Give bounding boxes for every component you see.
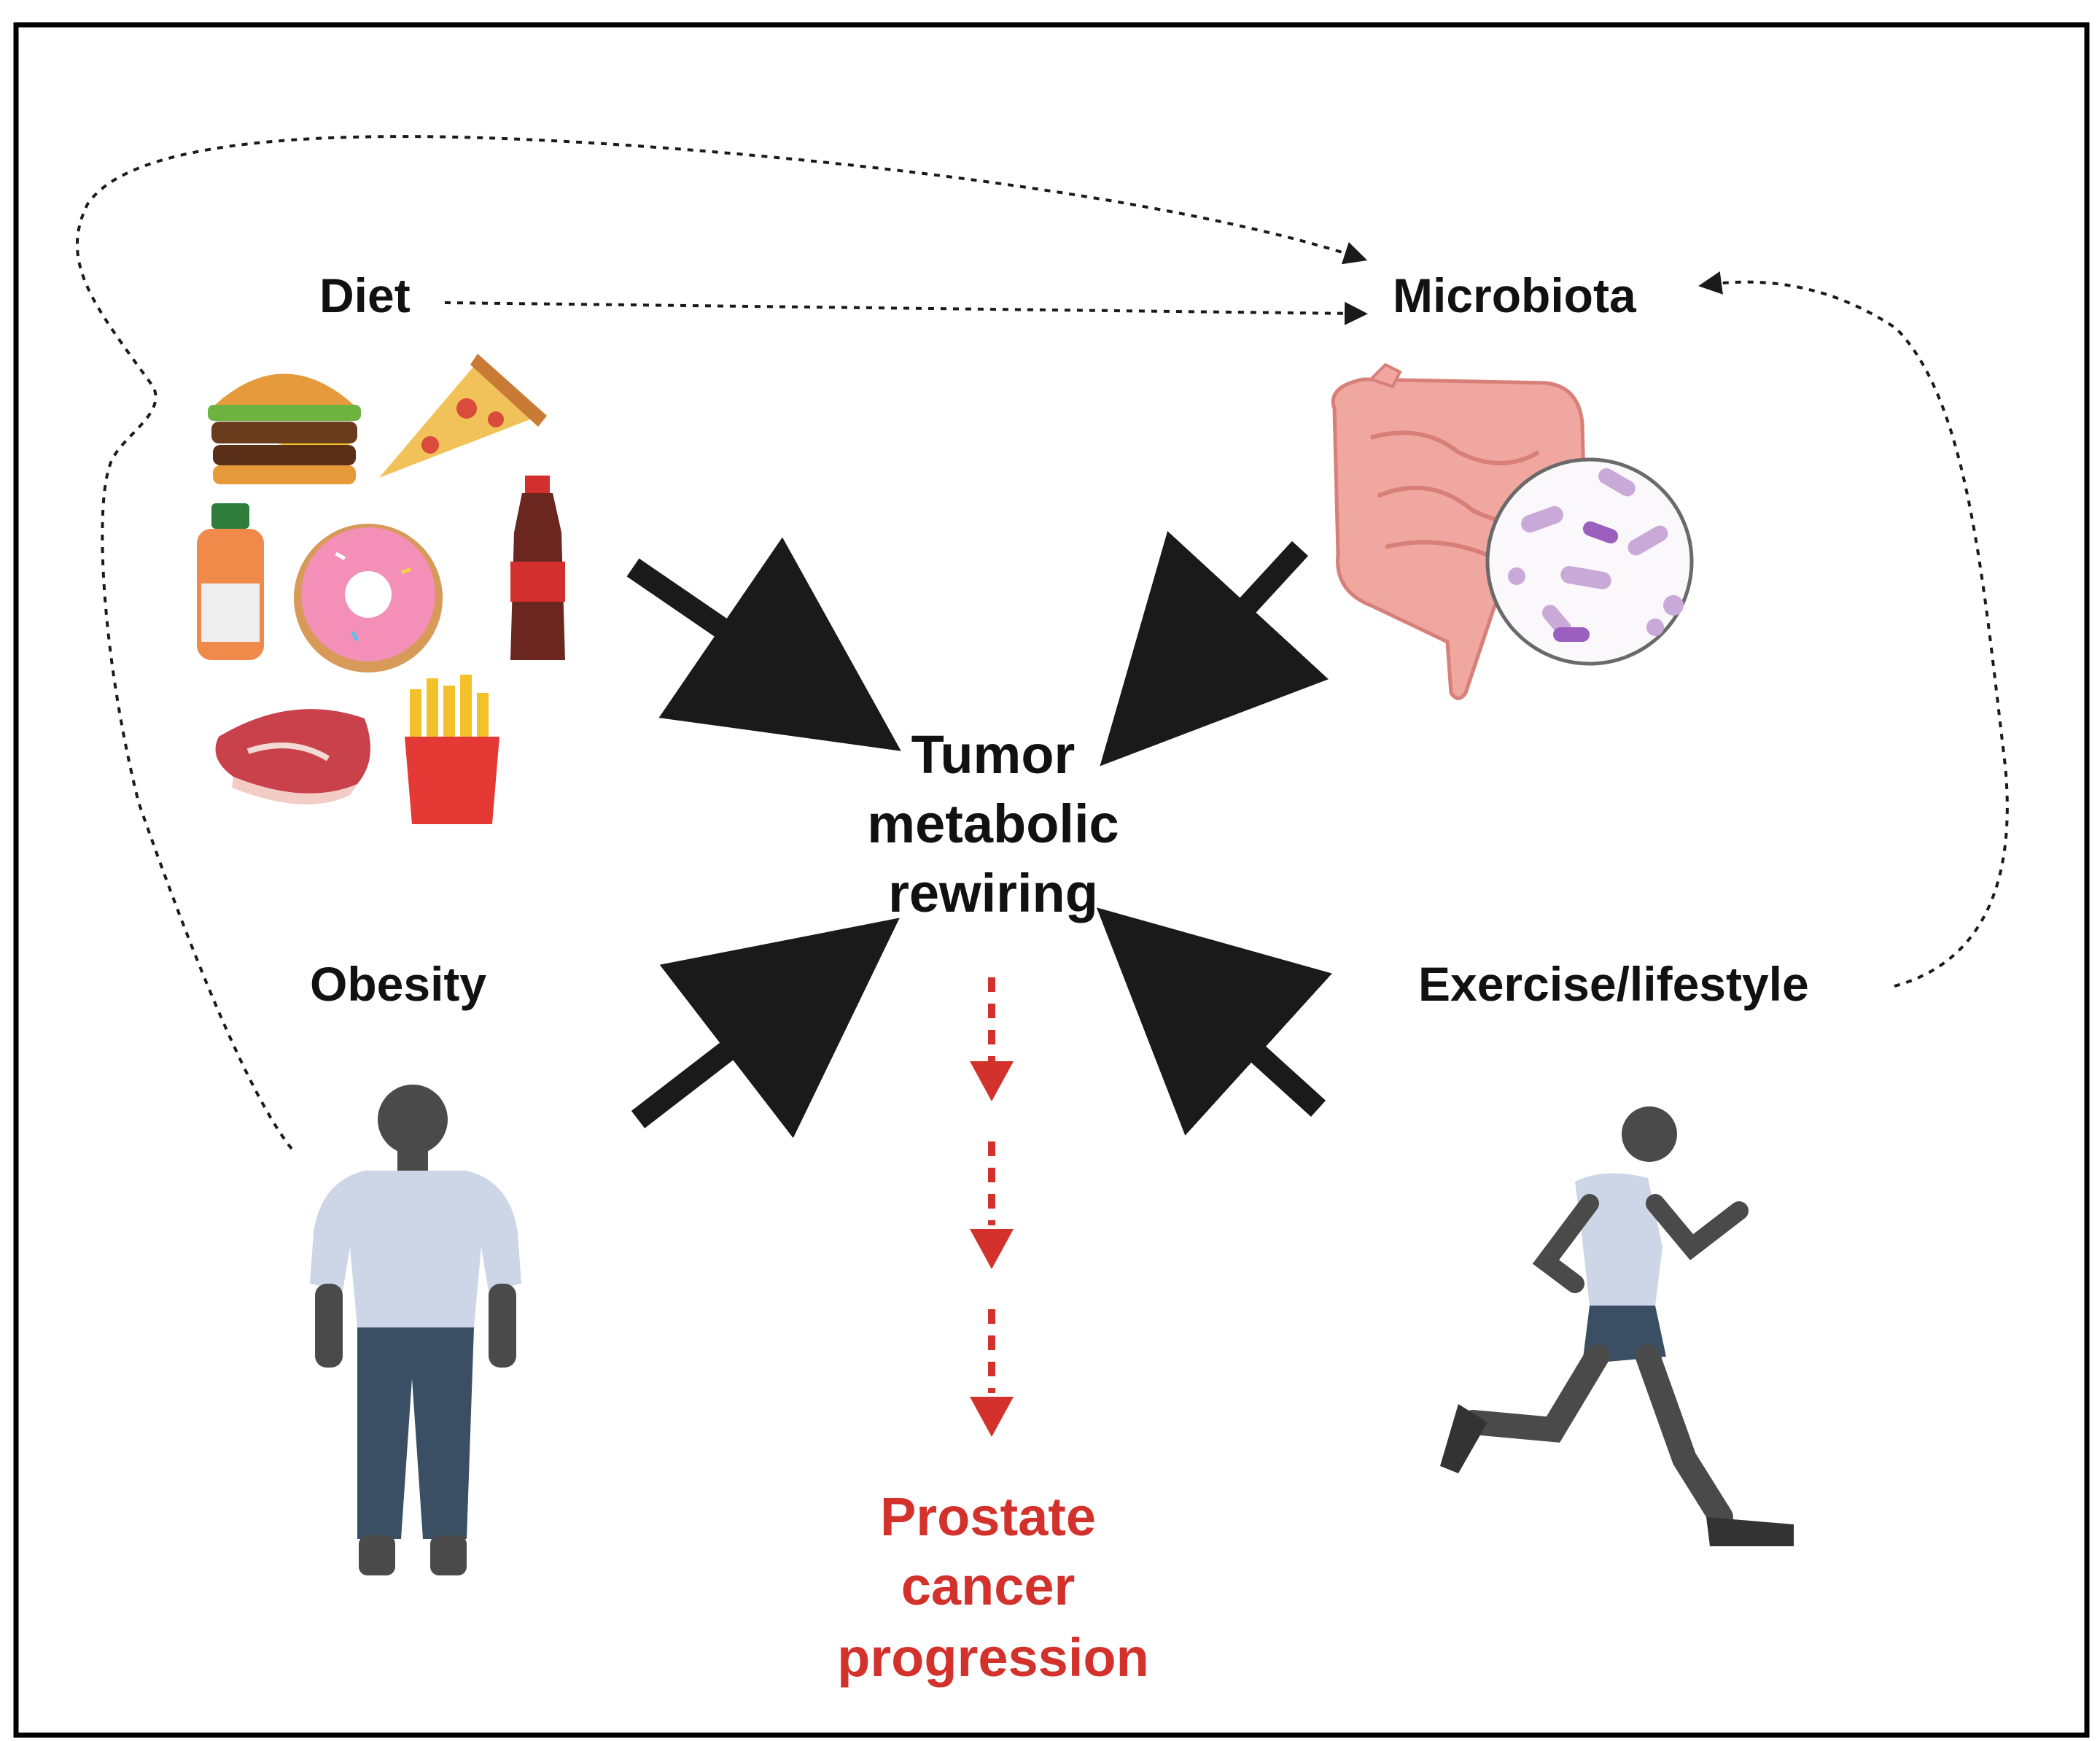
steak-icon xyxy=(215,709,370,804)
center-line-2: metabolic xyxy=(867,794,1119,854)
fries-icon xyxy=(405,675,499,824)
arrow-microbiota-to-center xyxy=(1100,531,1329,767)
intestine-icon xyxy=(1331,362,1588,700)
label-exercise-lifestyle: Exercise/lifestyle xyxy=(1418,957,1809,1011)
dotted-arrow-diet-to-microbiota xyxy=(444,301,1368,325)
runner-icon xyxy=(1440,1106,1794,1546)
red-arrowhead-1 xyxy=(970,1061,1014,1101)
label-diet: Diet xyxy=(319,268,411,322)
outcome-line-2: cancer xyxy=(901,1556,1076,1616)
pizza-icon xyxy=(379,354,547,478)
cola-bottle-icon xyxy=(510,476,565,660)
obese-person-icon xyxy=(310,1085,521,1575)
burger-icon xyxy=(208,373,361,484)
arrow-diet-to-center xyxy=(626,537,901,751)
bacteria-magnifier-icon xyxy=(1485,457,1694,666)
dotted-connectors xyxy=(76,135,2009,1150)
label-obesity: Obesity xyxy=(310,957,486,1011)
arrow-exercise-to-center xyxy=(1096,907,1332,1136)
solid-arrows xyxy=(626,531,1332,1139)
donut-icon xyxy=(294,524,443,672)
dotted-arrow-obesity-to-microbiota xyxy=(76,135,1368,1150)
outcome-line-1: Prostate xyxy=(880,1486,1096,1547)
food-icons xyxy=(197,354,565,824)
red-progression-arrows xyxy=(970,977,1014,1437)
label-center-node: Tumor metabolic rewiring xyxy=(867,724,1119,923)
outcome-line-3: progression xyxy=(837,1627,1149,1688)
arrow-obesity-to-center xyxy=(631,918,900,1139)
label-microbiota: Microbiota xyxy=(1393,268,1637,322)
juice-bottle-icon xyxy=(197,503,264,660)
red-arrowhead-2 xyxy=(970,1229,1014,1269)
dotted-arrow-exercise-to-microbiota xyxy=(1698,271,2009,988)
label-outcome-node: Prostate cancer progression xyxy=(837,1486,1149,1688)
red-arrowhead-3 xyxy=(970,1397,1014,1437)
center-line-3: rewiring xyxy=(888,863,1098,923)
center-line-1: Tumor xyxy=(911,724,1076,785)
